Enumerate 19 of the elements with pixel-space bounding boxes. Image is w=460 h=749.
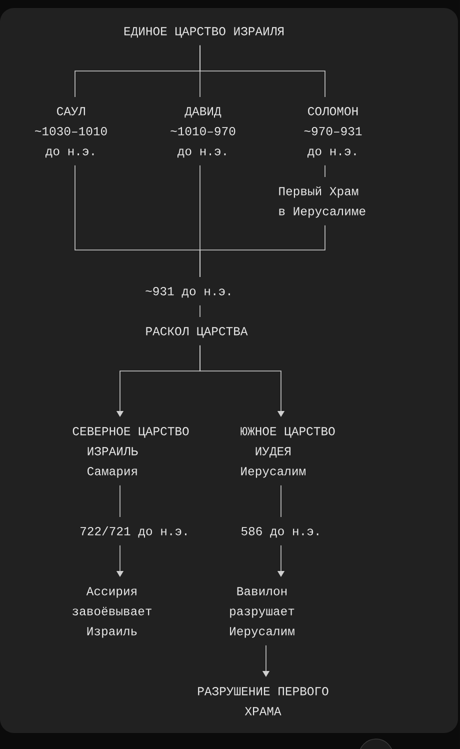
connector-line bbox=[200, 225, 326, 278]
date-label: 722/721 до н.э. bbox=[80, 526, 186, 538]
event-label: Вавилон разрушает Иерусалим bbox=[230, 587, 294, 638]
connector-line bbox=[280, 485, 282, 518]
event-label: РАСКОЛ ЦАРСТВА bbox=[146, 327, 248, 338]
kingdom-label: СЕВЕРНОЕ ЦАРСТВО ИЗРАИЛЬ Самария bbox=[72, 427, 189, 478]
ruler-label: САУЛ ~1030–1010 до н.э. bbox=[35, 107, 107, 158]
connector-line bbox=[200, 45, 326, 98]
note-text: Первый Храм в Иерусалиме bbox=[279, 186, 366, 218]
date-label: 586 до н.э. bbox=[242, 527, 318, 538]
event-label: РАЗРУШЕНИЕ ПЕРВОГО ХРАМА bbox=[198, 687, 328, 716]
heading-text: ЕДИНОЕ ЦАРСТВО ИЗРАИЛЯ bbox=[124, 27, 284, 38]
date-label: ~931 до н.э. bbox=[146, 287, 230, 298]
kingdom-label: ЮЖНОЕ ЦАРСТВО ИУДЕЯ Иерусалим bbox=[240, 427, 335, 478]
connector-line bbox=[324, 165, 326, 178]
ruler-label: ДАВИД ~1010–970 до н.э. bbox=[170, 107, 236, 158]
arrow bbox=[200, 345, 285, 417]
event-label: Ассирия завоёвывает Израиль bbox=[72, 587, 152, 638]
ruler-label: СОЛОМОН ~970–931 до н.э. bbox=[304, 107, 362, 158]
